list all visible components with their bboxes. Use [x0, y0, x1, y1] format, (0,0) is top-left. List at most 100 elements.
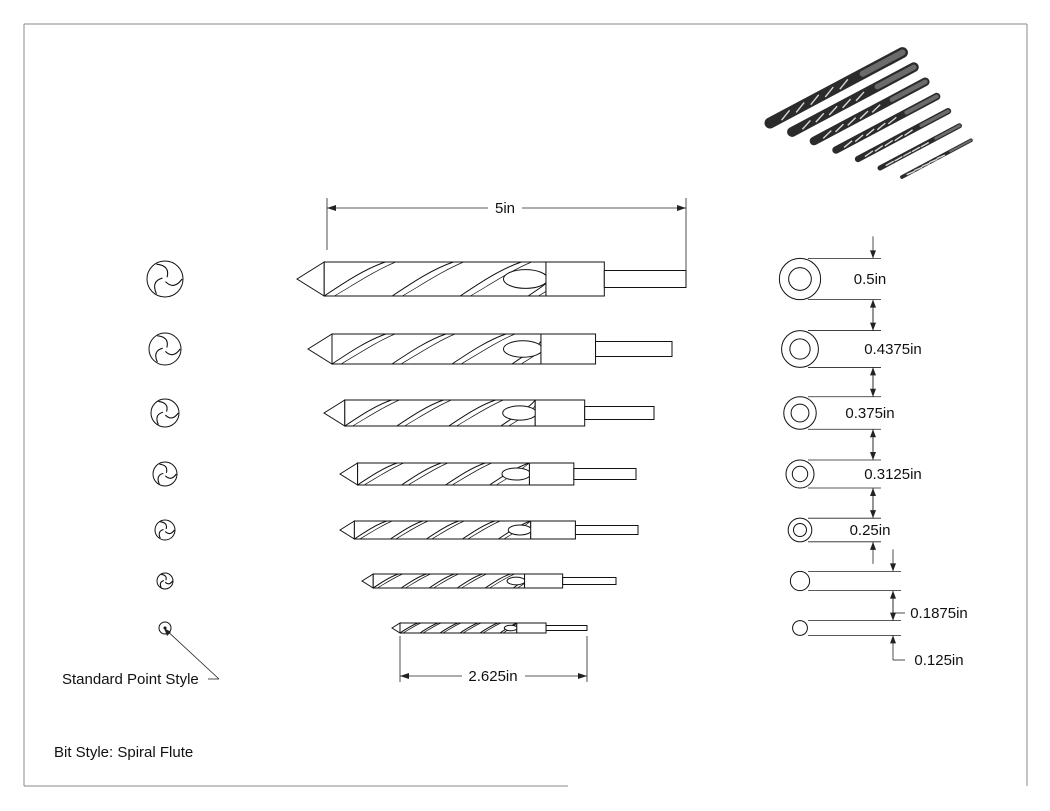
overall-length-dimension: 5in: [326, 198, 687, 270]
flute-spiral: [428, 573, 455, 589]
flute-runout: [502, 269, 549, 289]
flute-spiral-edge: [431, 520, 465, 540]
iso-drill-bit-6: [877, 123, 962, 171]
iso-flute-highlight: [824, 86, 834, 98]
iso-flute-highlight: [887, 116, 897, 125]
bit-point: [307, 333, 333, 365]
iso-flute-highlight: [906, 170, 915, 176]
arrowhead: [870, 451, 876, 460]
diameter-label: 0.3125in: [864, 466, 922, 483]
arrowhead: [870, 299, 876, 308]
flute-spiral: [419, 622, 439, 634]
iso-flute-highlight: [815, 112, 825, 123]
end-view-outline: [156, 572, 174, 590]
flute-spiral: [344, 399, 392, 427]
bit-shank: [545, 625, 588, 631]
flute-curve: [155, 347, 163, 363]
flute-spiral: [479, 622, 499, 634]
flute-spiral: [426, 520, 459, 540]
flute-curve: [158, 528, 164, 539]
arrowhead: [870, 510, 876, 519]
arrowhead: [164, 628, 171, 636]
arrowhead: [870, 488, 876, 497]
flute-spiral: [484, 573, 511, 589]
flute-curve: [158, 400, 168, 412]
flute-spiral-edge: [402, 261, 464, 297]
diameter-section-1: 0.5in: [778, 236, 886, 322]
end-view-outline: [146, 260, 184, 298]
iso-flute-highlight: [828, 105, 838, 116]
flute-spiral: [448, 399, 496, 427]
arrowhead: [890, 612, 896, 621]
iso-flute-highlight: [842, 98, 852, 109]
flute-spiral-edge: [352, 399, 400, 427]
diameter-label: 0.4375in: [864, 341, 922, 358]
arrowhead: [578, 673, 587, 679]
flute-runout: [501, 467, 532, 481]
iso-flute-highlight: [834, 123, 844, 133]
flute-spiral: [459, 261, 522, 297]
arrowhead: [890, 635, 896, 644]
flute-curve: [164, 412, 179, 419]
flute-curve: [161, 573, 167, 581]
flute-spiral: [401, 462, 442, 486]
flute-curve: [165, 278, 183, 286]
flute-curve: [156, 411, 164, 425]
bit-shank: [584, 406, 655, 420]
flute-spiral: [459, 622, 479, 634]
flute-spiral: [399, 622, 419, 634]
flute-curve: [159, 463, 168, 473]
section-inner-circle: [789, 338, 811, 360]
flute-spiral-edge: [377, 573, 403, 589]
iso-flute-highlight: [810, 94, 820, 106]
arrowhead: [870, 541, 876, 550]
flute-spiral-edge: [359, 520, 393, 540]
iso-bit-shank: [874, 64, 917, 90]
bit-point: [361, 573, 374, 589]
iso-flute-highlight: [843, 140, 853, 148]
flute-spiral: [354, 520, 387, 540]
diameter-label: 0.25in: [850, 522, 891, 539]
diameter-section-3: 0.375in: [783, 374, 895, 452]
flute-spiral: [372, 573, 399, 589]
iso-flute-highlight: [904, 129, 913, 137]
bit-collar: [530, 520, 576, 540]
iso-bit-shank: [919, 109, 950, 128]
iso-flute-highlight: [913, 166, 923, 172]
iso-flute-highlight: [920, 141, 930, 148]
flute-runout: [503, 624, 518, 632]
flute-spiral: [391, 333, 447, 365]
flute-spiral-edge: [433, 573, 459, 589]
arrowhead: [870, 250, 876, 259]
bit-collar: [540, 333, 597, 365]
iso-bit-shank: [889, 79, 928, 102]
side-view-bit-7: [391, 622, 588, 634]
side-view-bit-4: [339, 462, 637, 486]
arrowhead: [870, 367, 876, 376]
arrowhead: [870, 388, 876, 397]
flute-curve: [160, 521, 168, 530]
diameter-label: 0.125in: [914, 652, 963, 669]
flute-spiral: [390, 520, 423, 540]
shortest-length-label: 2.625in: [468, 668, 517, 685]
end-view-1: [146, 260, 184, 298]
section-inner-circle: [790, 403, 810, 423]
diameter-label: 0.1875in: [910, 605, 968, 622]
flute-runout: [502, 340, 543, 358]
section-inner-circle: [791, 465, 809, 483]
arrowhead: [870, 322, 876, 331]
iso-flute-highlight: [902, 151, 912, 157]
iso-flute-highlight: [876, 122, 886, 131]
end-views-group: [146, 260, 184, 635]
flute-spiral-edge: [408, 462, 448, 486]
bit-shank: [603, 270, 687, 288]
flute-spiral: [445, 462, 486, 486]
bit-point: [296, 261, 325, 297]
flute-spiral-edge: [462, 622, 482, 634]
iso-flute-highlight: [801, 119, 811, 130]
flute-curve: [159, 580, 165, 588]
diameter-sections-group: 0.5in 0.4375in 0.375in 0.3125in 0.25in 0.1875…: [778, 236, 968, 669]
iso-flute-highlight: [871, 104, 881, 113]
iso-bit-shank: [859, 49, 906, 77]
